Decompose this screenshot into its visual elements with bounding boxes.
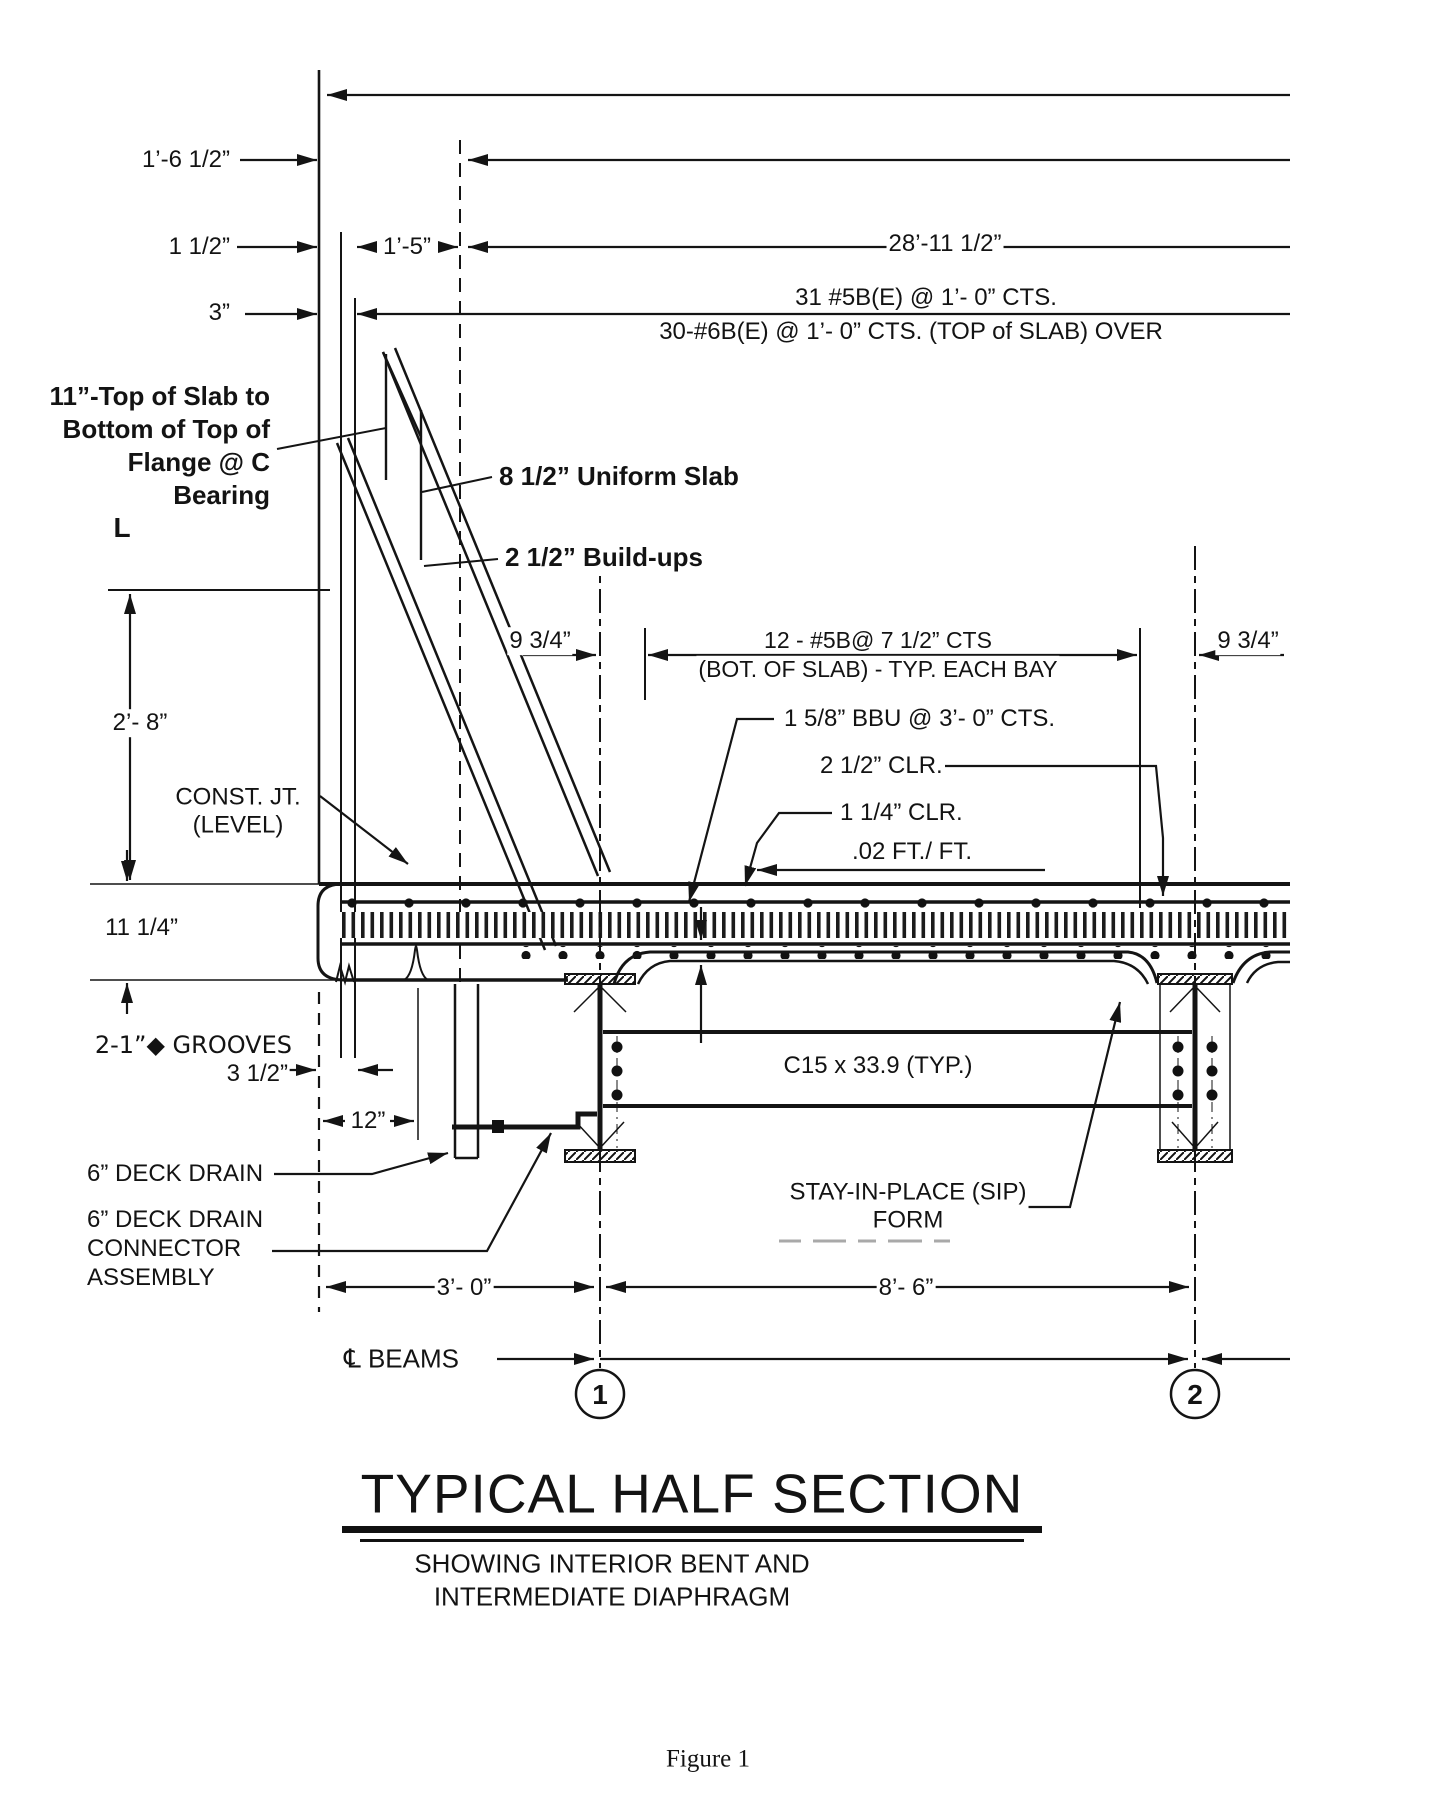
bay-dimension bbox=[523, 628, 1284, 908]
drawing-subtitle: SHOWING INTERIOR BENT AND INTERMEDIATE D… bbox=[414, 1548, 810, 1612]
dim-edge-clear-left: 9 3/4” bbox=[507, 627, 573, 655]
note-top-rebar-2: 30-#6B(E) @ 1’- 0” CTS. (TOP of SLAB) OV… bbox=[657, 318, 1165, 346]
note-bbu: 1 5/8” BBU @ 3’- 0” CTS. bbox=[782, 705, 1058, 733]
note-deck-drain: 6” DECK DRAIN bbox=[85, 1160, 266, 1188]
note-sip-form: STAY-IN-PLACE (SIP) FORM bbox=[787, 1178, 1029, 1234]
centerline-letter: L bbox=[111, 511, 133, 545]
beam-mark-1: 1 bbox=[592, 1378, 608, 1410]
note-cl-beams: ℄ BEAMS bbox=[342, 1343, 461, 1376]
deck-drain bbox=[272, 984, 597, 1253]
top-dimension-lines bbox=[237, 89, 1290, 320]
centerline-symbol: ℄ bbox=[344, 1344, 361, 1375]
note-bay-rebar-2: (BOT. OF SLAB) - TYP. EACH BAY bbox=[696, 655, 1060, 683]
bottom-dimension-lines bbox=[326, 1281, 1290, 1420]
title-underline bbox=[342, 1526, 1042, 1542]
dim-spacing-left: 3’- 0” bbox=[434, 1274, 494, 1302]
note-drain-assembly: 6” DECK DRAIN CONNECTOR ASSEMBLY bbox=[85, 1206, 266, 1293]
beam-1 bbox=[564, 546, 636, 1368]
dim-deck-width: 28’-11 1/2” bbox=[886, 230, 1004, 258]
deck-slab bbox=[316, 882, 1290, 986]
dim-drip-offset: 12” bbox=[348, 1107, 388, 1135]
dim-overhang: 1’-6 1/2” bbox=[139, 146, 232, 174]
clearance-leaders bbox=[319, 717, 1169, 1043]
dim-groove-offset: 3 1/2” bbox=[224, 1060, 290, 1088]
haunch-diagonals bbox=[276, 347, 612, 951]
dim-spacing-right: 8’- 6” bbox=[876, 1274, 936, 1302]
dim-slab-depth: 11 1/4” bbox=[103, 914, 180, 942]
drawing-title: TYPICAL HALF SECTION bbox=[360, 1462, 1024, 1525]
figure-caption: Figure 1 bbox=[665, 1745, 751, 1773]
note-slab-depth-at-bearing: 11”-Top of Slab to Bottom of Top of Flan… bbox=[47, 379, 272, 513]
note-top-rebar-1: 31 #5B(E) @ 1’- 0” CTS. bbox=[793, 284, 1059, 312]
left-dimension-lines bbox=[90, 589, 414, 1127]
dim-rail-width: 1’-5” bbox=[380, 233, 434, 261]
dim-rail-offset: 1 1/2” bbox=[166, 233, 232, 261]
dim-parapet-height: 2’- 8” bbox=[110, 709, 170, 737]
note-uniform-slab: 8 1/2” Uniform Slab bbox=[497, 461, 741, 492]
beam-2 bbox=[1157, 546, 1233, 1368]
dim-edge-clear-right: 9 3/4” bbox=[1215, 627, 1281, 655]
note-const-joint: CONST. JT. (LEVEL) bbox=[173, 783, 303, 839]
note-clr-bottom: 1 1/4” CLR. bbox=[838, 799, 965, 827]
note-buildups: 2 1/2” Build-ups bbox=[503, 542, 705, 573]
note-clr-top: 2 1/2” CLR. bbox=[818, 752, 945, 780]
cl-beams-text: BEAMS bbox=[367, 1343, 459, 1374]
note-grooves: 2-1”◆ GROOVES bbox=[92, 1031, 294, 1060]
note-bay-rebar-1: 12 - #5B@ 7 1/2” CTS bbox=[762, 626, 994, 654]
dim-edge: 3” bbox=[206, 299, 232, 327]
note-channel: C15 x 33.9 (TYP.) bbox=[781, 1052, 975, 1080]
note-slope: .02 FT./ FT. bbox=[849, 838, 975, 866]
beam-mark-2: 2 bbox=[1187, 1378, 1203, 1410]
